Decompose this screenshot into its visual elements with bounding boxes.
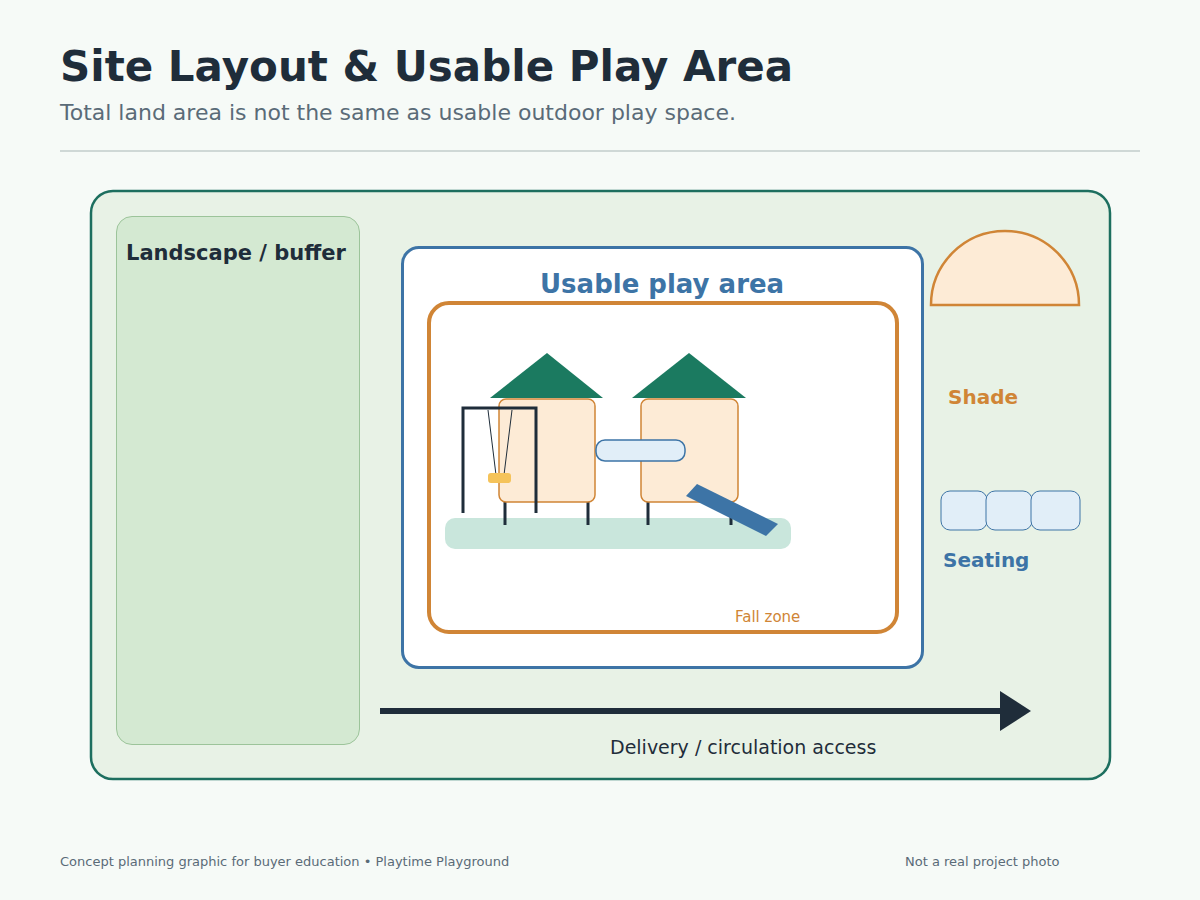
amenity-label: Seating [943, 548, 1029, 572]
zone-label: Landscape / buffer [126, 241, 346, 265]
zone-heading: Usable play area [540, 269, 784, 299]
seating-group: Seating [938, 488, 1084, 576]
amenity-label: Shade [948, 385, 1018, 409]
usable-play-area: Fall zone Usable play area [401, 246, 924, 669]
bench-seats [938, 488, 1084, 534]
page-subtitle: Total land area is not the same as usabl… [60, 100, 736, 125]
shade-canopy [928, 228, 1084, 310]
zone-note: Fall zone [735, 608, 800, 626]
footer-note: Concept planning graphic for buyer educa… [60, 854, 509, 869]
shade-structure: Shade [928, 228, 1084, 410]
buffer-zone: Landscape / buffer [116, 216, 360, 745]
access-arrow-line [380, 708, 1004, 714]
divider-rule [60, 150, 1140, 152]
play-structure [427, 301, 899, 634]
footer-disclaimer: Not a real project photo [905, 854, 1060, 869]
access-label: Delivery / circulation access [610, 736, 876, 758]
page-title: Site Layout & Usable Play Area [60, 42, 793, 91]
fall-zone: Fall zone [427, 301, 899, 634]
site-boundary [91, 191, 1110, 779]
access-arrow-head [1000, 691, 1031, 731]
